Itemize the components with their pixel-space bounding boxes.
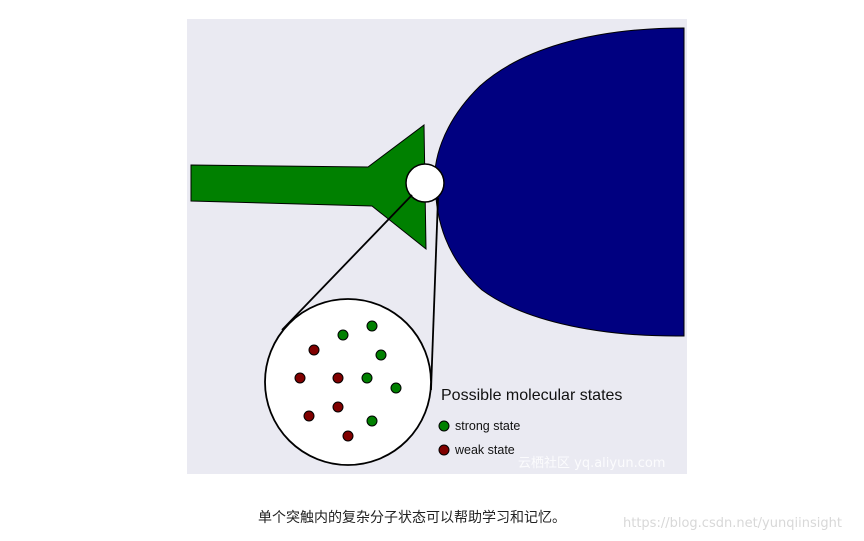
- legend-title: Possible molecular states: [441, 387, 622, 404]
- blog-watermark: https://blog.csdn.net/yunqiinsight: [623, 516, 842, 531]
- synapse-point: [405, 163, 445, 203]
- strong-molecule-dot: [375, 349, 387, 361]
- strong-molecule-dot: [366, 320, 378, 332]
- zoom-line-right: [430, 197, 439, 391]
- weak-molecule-dot: [308, 344, 320, 356]
- strong-molecule-dot: [361, 372, 373, 384]
- legend-strong-label: strong state: [455, 419, 520, 433]
- figure-caption: 单个突触内的复杂分子状态可以帮助学习和记忆。: [258, 509, 566, 526]
- weak-molecule-dot: [332, 372, 344, 384]
- weak-molecule-dot: [342, 430, 354, 442]
- axon-terminal-shape: [190, 124, 427, 251]
- strong-molecule-dot: [390, 382, 402, 394]
- weak-molecule-dot: [294, 372, 306, 384]
- figure-watermark: 云栖社区 yq.aliyun.com: [518, 455, 665, 471]
- legend-weak-marker: [438, 444, 450, 456]
- legend-weak-label: weak state: [454, 443, 515, 457]
- weak-molecule-dot: [332, 401, 344, 413]
- legend-strong-marker: [438, 420, 450, 432]
- weak-molecules-group: [294, 344, 354, 442]
- weak-molecule-dot: [303, 410, 315, 422]
- magnified-synapse-circle: [264, 298, 432, 466]
- zoom-line-left: [281, 194, 413, 331]
- strong-molecule-dot: [366, 415, 378, 427]
- strong-molecule-dot: [337, 329, 349, 341]
- strong-molecules-group: [337, 320, 402, 427]
